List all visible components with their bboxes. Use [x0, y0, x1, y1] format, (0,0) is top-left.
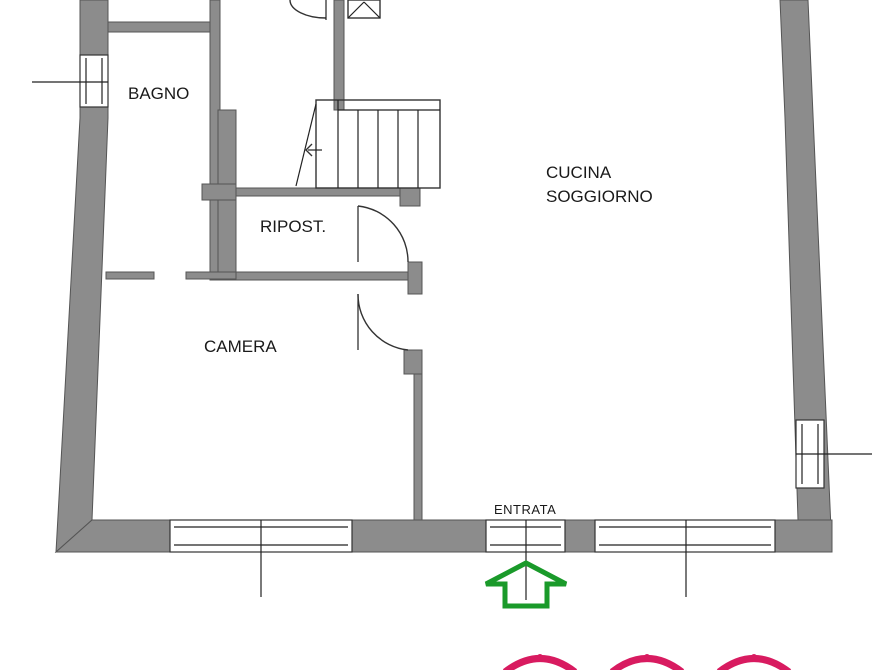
bagno-top-wall: [107, 21, 219, 33]
door-camera: [357, 293, 409, 351]
camera-top-wall-left: [105, 271, 155, 280]
window-camera: [169, 519, 353, 597]
logo-decoration: [502, 655, 792, 670]
bottom-wall-mid-left: [351, 519, 487, 553]
ripost-door-jamb: [399, 187, 421, 207]
bottom-wall-right: [774, 519, 833, 553]
label-camera: CAMERA: [204, 337, 277, 356]
ripost-bottom-wall: [235, 271, 423, 281]
wall-junction: [201, 183, 237, 201]
camera-right-wall: [413, 349, 423, 521]
door-top: [289, 0, 327, 20]
bottom-wall-pier: [564, 519, 596, 553]
door-ripostiglio: [357, 205, 409, 263]
label-ripostiglio: RIPOST.: [260, 217, 326, 236]
label-cucina: CUCINA: [546, 163, 612, 182]
window-soggiorno: [594, 519, 776, 597]
window-bagno: [32, 54, 109, 108]
top-fixture: [347, 0, 381, 19]
window-right: [795, 419, 872, 489]
entrance-arrow-icon: [484, 560, 568, 609]
camera-top-wall-right: [185, 271, 245, 280]
label-bagno: BAGNO: [128, 84, 189, 103]
label-soggiorno: SOGGIORNO: [546, 187, 653, 206]
entrance-door: [485, 519, 566, 600]
camera-right-jamb: [403, 349, 423, 375]
corridor-wall: [333, 0, 345, 111]
staircase: [295, 99, 441, 189]
ripost-right-jamb: [407, 261, 423, 295]
logo-dots: [537, 654, 757, 660]
label-entrata: ENTRATA: [494, 502, 556, 517]
ripost-top-wall: [235, 187, 421, 197]
